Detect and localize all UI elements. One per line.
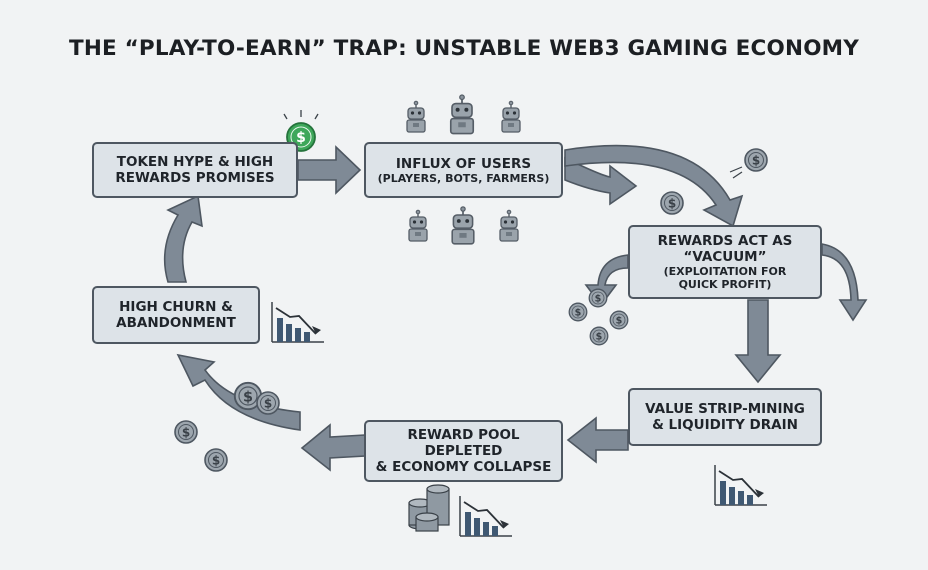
declining-chart-icon	[271, 301, 325, 343]
node-line: ABANDONMENT	[116, 315, 236, 331]
dollar-coin-icon	[744, 148, 768, 172]
node-line: INFLUX OF USERS	[395, 155, 532, 172]
node-churn: HIGH CHURN & ABANDONMENT	[92, 286, 260, 344]
declining-chart-icon	[714, 464, 768, 506]
node-line: DEPLETED	[424, 443, 503, 459]
node-line: “VACUUM”	[683, 249, 767, 265]
arrow-influx-curve	[564, 156, 638, 206]
dollar-coin-icon	[256, 391, 280, 415]
node-line: & LIQUIDITY DRAIN	[652, 417, 798, 433]
dollar-coin-icon	[588, 288, 608, 308]
node-sub-line: (EXPLOITATION FOR	[663, 265, 787, 278]
node-line: REWARDS PROMISES	[115, 170, 275, 186]
node-influx: INFLUX OF USERS (PLAYERS, BOTS, FARMERS)	[364, 142, 563, 198]
coin-stack-icon	[408, 484, 450, 532]
dollar-coin-icon	[609, 310, 629, 330]
dollar-coin-icon	[174, 420, 198, 444]
diagram-title: THE “PLAY-TO-EARN” TRAP: UNSTABLE WEB3 G…	[68, 36, 860, 61]
node-sub-line: QUICK PROFIT)	[678, 278, 772, 291]
node-line: HIGH CHURN &	[119, 299, 233, 315]
declining-chart-icon	[459, 495, 513, 537]
node-line: VALUE STRIP-MINING	[645, 401, 805, 417]
svg-text:$: $	[296, 130, 306, 146]
robot-icon	[408, 209, 428, 242]
node-strip-mining: VALUE STRIP-MINING & LIQUIDITY DRAIN	[628, 388, 822, 446]
dollar-coin-icon	[204, 448, 228, 472]
arrow-influx-to-vacuum	[564, 144, 744, 228]
node-sub-line: (PLAYERS, BOTS, FARMERS)	[377, 171, 550, 185]
arrow-churn-to-hype	[163, 194, 203, 283]
arrow-vacuum-swirl-right	[821, 243, 868, 322]
arrow-vacuum-to-strip	[734, 299, 782, 384]
robot-icon	[451, 205, 475, 245]
arrow-pool-to-pond	[300, 423, 366, 472]
node-line: REWARDS ACT AS	[657, 233, 793, 249]
arrow-hype-to-influx	[297, 145, 362, 195]
robot-icon	[501, 100, 521, 133]
node-token-hype: TOKEN HYPE & HIGH REWARDS PROMISES	[92, 142, 298, 198]
node-line: TOKEN HYPE & HIGH	[116, 154, 274, 170]
robot-icon	[499, 209, 519, 242]
node-line: & ECONOMY COLLAPSE	[375, 459, 552, 475]
arrow-strip-to-pool	[566, 416, 629, 464]
node-pool-depleted: REWARD POOL DEPLETED & ECONOMY COLLAPSE	[364, 420, 563, 482]
robot-icon	[449, 94, 475, 135]
robot-icon	[406, 100, 426, 133]
node-rewards-vacuum: REWARDS ACT AS “VACUUM” (EXPLOITATION FO…	[628, 225, 822, 299]
dollar-coin-icon	[660, 191, 684, 215]
dollar-coin-icon	[589, 326, 609, 346]
dollar-coin-icon	[568, 302, 588, 322]
node-line: REWARD POOL	[407, 427, 520, 443]
